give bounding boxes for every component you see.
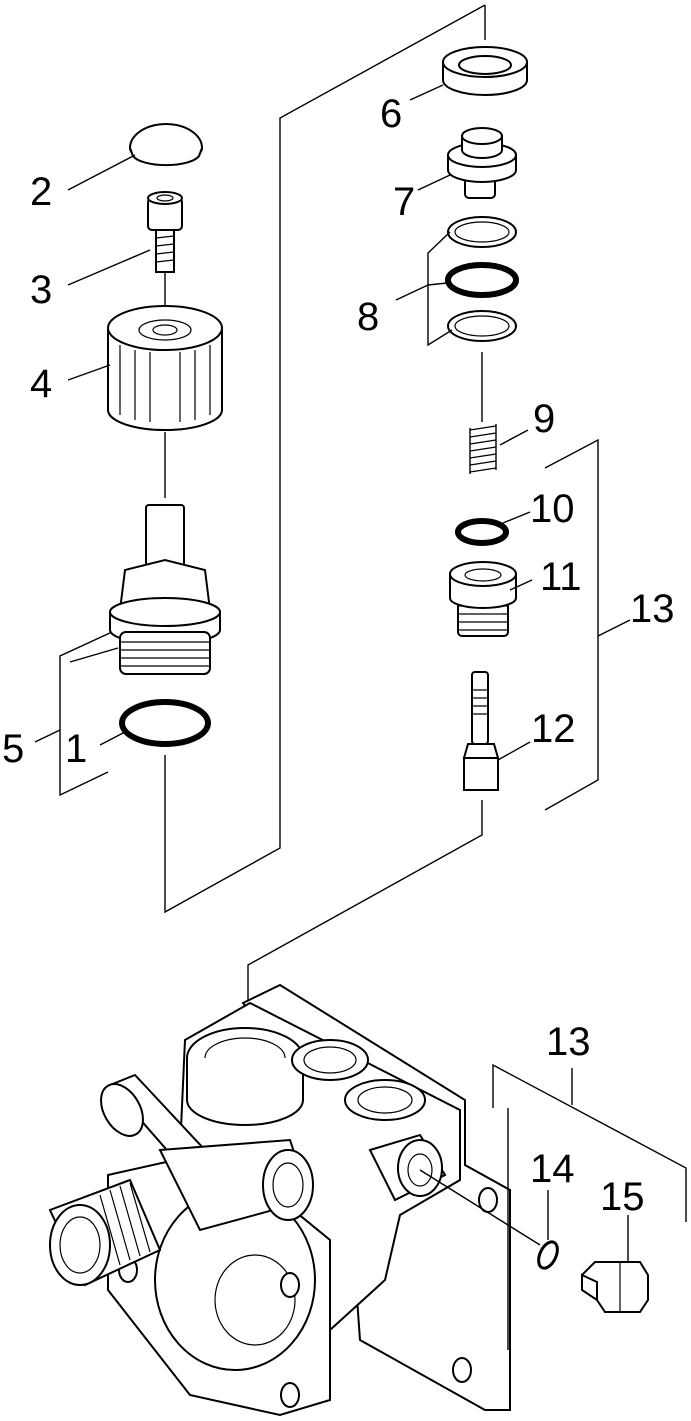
part-10-o-ring <box>455 511 531 546</box>
callout-2: 2 <box>30 170 52 214</box>
part-7-valve <box>417 127 517 199</box>
callout-labels: 1 2 3 4 5 6 7 8 9 10 11 12 13 13 14 15 <box>2 92 675 1219</box>
callout-13-upper: 13 <box>630 587 675 631</box>
part-11-valve-seat <box>449 561 533 637</box>
part-3-screw <box>67 191 183 286</box>
callout-6: 6 <box>380 92 402 136</box>
part-2-cap <box>67 123 204 191</box>
callout-3: 3 <box>30 268 52 312</box>
pump-housing <box>48 983 511 1417</box>
callout-11: 11 <box>540 555 582 599</box>
callout-10: 10 <box>530 487 575 531</box>
callout-8: 8 <box>357 295 379 339</box>
part-6-seal <box>409 46 528 101</box>
callout-9: 9 <box>533 397 555 441</box>
assembly-guide-lines <box>164 4 486 1050</box>
callout-12: 12 <box>531 707 576 751</box>
part-5-valve-body <box>34 504 221 797</box>
part-14-o-ring <box>419 1169 559 1270</box>
callout-5: 5 <box>2 727 24 771</box>
callout-1: 1 <box>65 727 87 771</box>
callout-4: 4 <box>30 362 52 406</box>
bracket-13-lower <box>492 1063 687 1350</box>
part-9-spring <box>469 424 529 474</box>
part-15-plug <box>580 1215 649 1313</box>
callout-13-lower: 13 <box>546 1020 591 1064</box>
callout-14: 14 <box>530 1147 575 1191</box>
callout-7: 7 <box>393 180 415 224</box>
part-12-piston <box>462 671 531 791</box>
callout-15: 15 <box>600 1175 645 1219</box>
part-8-o-rings <box>395 216 519 347</box>
part-4-knob <box>67 305 223 431</box>
bracket-13-upper <box>544 438 631 811</box>
part-1-o-ring <box>99 699 211 747</box>
